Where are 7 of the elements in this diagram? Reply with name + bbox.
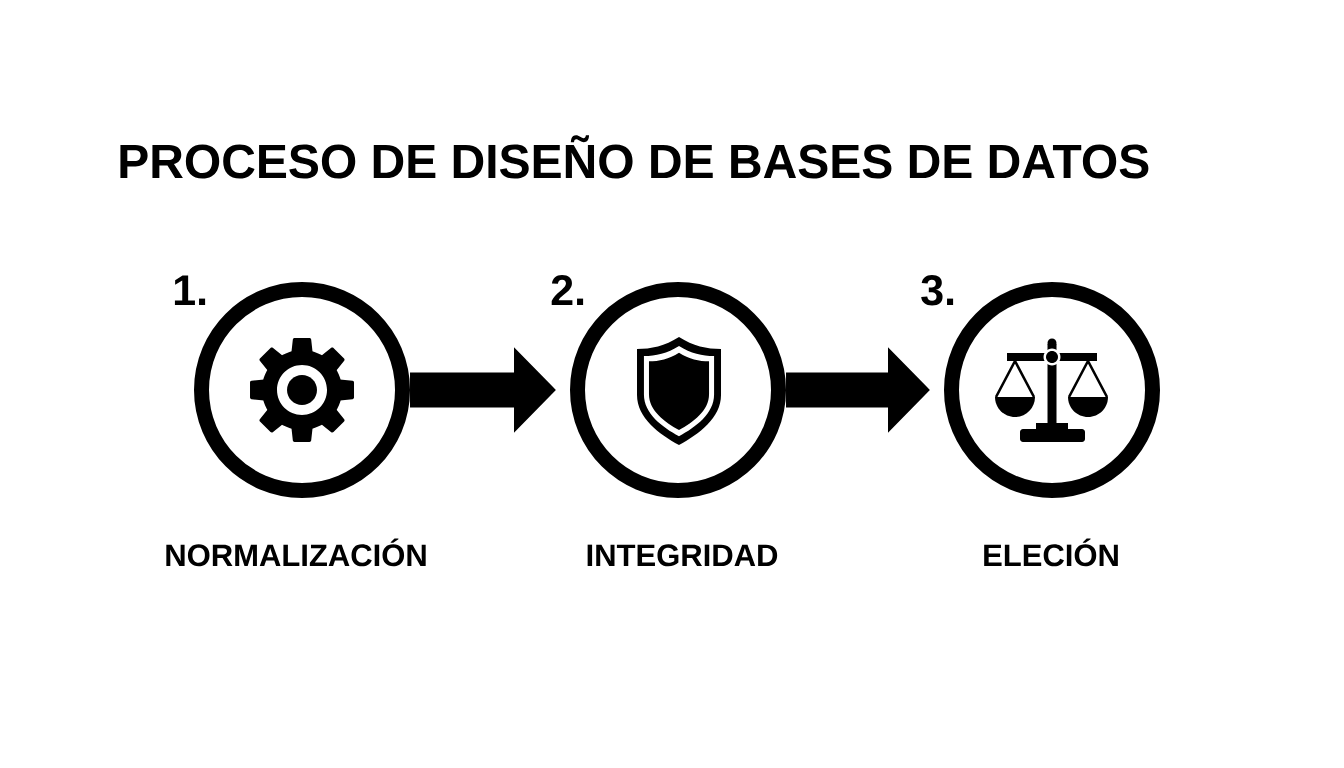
step-number: 3. xyxy=(921,274,954,306)
title: PROCESO DE DISEÑO DE BASES DE DATOS xyxy=(120,135,1149,179)
step-label: ELECIÓN xyxy=(984,538,1118,567)
step-number: 1. xyxy=(174,275,206,305)
step-number: 2. xyxy=(551,274,584,305)
step-label: INTEGRIDAD xyxy=(587,544,778,567)
step-label: NORMALIZACIÓN xyxy=(166,538,426,567)
